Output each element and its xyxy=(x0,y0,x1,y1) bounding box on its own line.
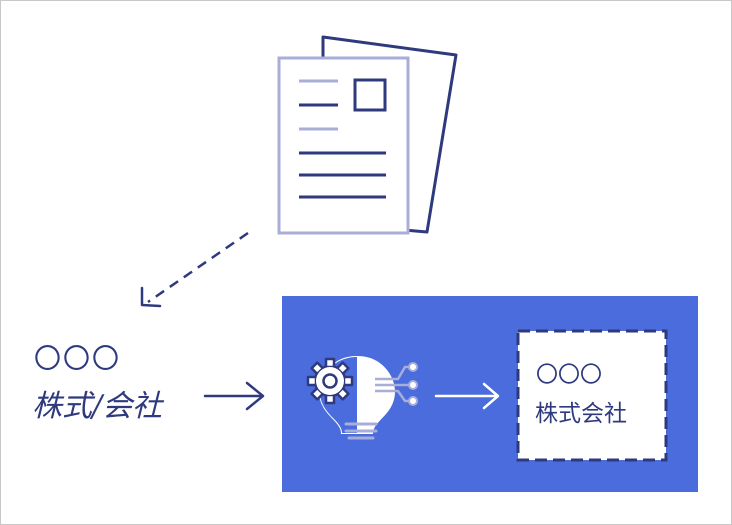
recognized-company-name: 株式会社 xyxy=(535,401,627,427)
dashed-arrow xyxy=(140,231,249,308)
handwritten-circles: 〇〇〇 xyxy=(34,344,121,375)
recognized-circles: 〇〇〇 xyxy=(536,363,602,388)
output-arrow xyxy=(434,382,500,410)
document-front-page-icon xyxy=(277,56,410,235)
ai-lightbulb-gear-icon xyxy=(306,355,418,440)
recognized-text-card xyxy=(516,329,668,462)
input-arrow xyxy=(203,381,265,411)
handwritten-company-name: 株式/会社 xyxy=(32,389,165,424)
